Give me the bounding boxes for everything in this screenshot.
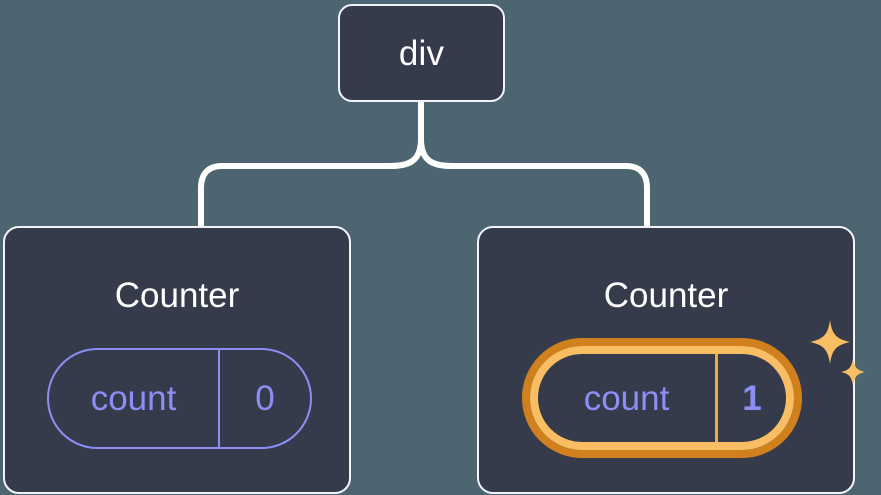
- sparkle-group: [810, 320, 865, 386]
- state-pill-count-right[interactable]: count 1: [522, 338, 802, 458]
- state-pill-inner-ring: count 1: [530, 346, 794, 450]
- state-value-label: 1: [742, 378, 762, 418]
- state-key-label: count: [583, 378, 670, 418]
- sparkle-icon: [841, 358, 865, 386]
- connector-branch-left: [198, 136, 424, 229]
- state-key-label: count: [90, 379, 177, 418]
- node-div-label: div: [398, 33, 445, 73]
- node-counter-left-title: Counter: [114, 276, 240, 315]
- state-value-label: 0: [255, 379, 275, 418]
- node-counter-left[interactable]: Counter count 0: [3, 226, 351, 494]
- sparkle-icon: [810, 320, 850, 364]
- connector-branch-right: [418, 136, 650, 229]
- state-pill-count-left[interactable]: count 0: [47, 348, 312, 449]
- state-value-cell: 0: [220, 350, 310, 447]
- state-key-cell: count: [49, 350, 220, 447]
- state-key-cell: count: [538, 354, 718, 442]
- state-value-cell: 1: [718, 354, 786, 442]
- node-counter-right-title: Counter: [603, 276, 729, 315]
- node-counter-right[interactable]: Counter count 1: [477, 226, 865, 494]
- node-div[interactable]: div: [338, 4, 505, 102]
